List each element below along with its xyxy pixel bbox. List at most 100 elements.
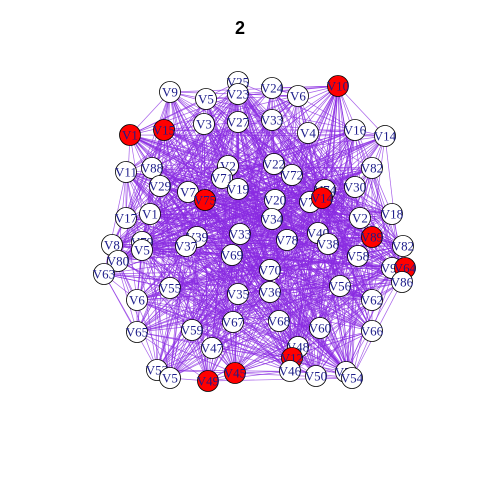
graph-node-label: V5 bbox=[162, 371, 178, 386]
graph-node-label: V10 bbox=[327, 79, 349, 94]
graph-node: V80 bbox=[107, 250, 129, 272]
graph-edge bbox=[207, 370, 291, 382]
graph-node: V15 bbox=[153, 119, 175, 141]
graph-node-label: V24 bbox=[261, 81, 284, 96]
graph-node: V6 bbox=[287, 85, 309, 107]
graph-node-label: V33 bbox=[261, 113, 283, 128]
graph-edge bbox=[297, 95, 356, 131]
graph-node: V72 bbox=[281, 164, 303, 186]
graph-node: V36 bbox=[259, 281, 282, 303]
graph-node-circle bbox=[227, 111, 249, 133]
graph-node-label: V22 bbox=[263, 157, 285, 172]
graph-edge bbox=[117, 260, 171, 379]
graph-node-circle bbox=[139, 203, 161, 225]
graph-node: V38 bbox=[317, 233, 339, 255]
graph-node-circle bbox=[349, 207, 371, 229]
graph-node-circle bbox=[159, 277, 181, 299]
graph-node: V4 bbox=[297, 122, 319, 144]
graph-edge bbox=[289, 299, 373, 372]
graph-node: V10 bbox=[327, 75, 349, 97]
graph-node: V37 bbox=[175, 235, 198, 257]
graph-edge bbox=[151, 167, 158, 371]
graph-node-circle bbox=[193, 113, 215, 135]
graph-node-circle bbox=[381, 203, 403, 225]
graph-node: V89 bbox=[361, 226, 383, 248]
graph-edge bbox=[141, 135, 386, 251]
graph-node: V22 bbox=[263, 153, 285, 175]
graph-node-label: V82 bbox=[392, 239, 414, 254]
graph-edge bbox=[337, 85, 386, 137]
graph-edge bbox=[103, 267, 393, 275]
graph-node-circle bbox=[391, 271, 413, 293]
graph-edge bbox=[196, 232, 319, 238]
graph-edge bbox=[297, 217, 361, 348]
graph-node: V62 bbox=[361, 289, 383, 311]
graph-node-label: V46 bbox=[279, 364, 302, 379]
graph-node: V27 bbox=[227, 111, 250, 133]
graph-edge bbox=[136, 254, 233, 301]
graph-node: V9 bbox=[159, 81, 181, 103]
graph-edge bbox=[211, 347, 291, 372]
graph-node-label: V63 bbox=[93, 267, 115, 282]
graph-node: V65 bbox=[126, 321, 148, 343]
graph-edge bbox=[125, 191, 189, 219]
graph-edge bbox=[191, 199, 206, 331]
graph-title: 2 bbox=[234, 18, 245, 38]
graph-edge bbox=[103, 171, 127, 275]
graph-edge bbox=[169, 287, 234, 323]
graph-node-label: V67 bbox=[222, 315, 245, 330]
graph-node-label: V14 bbox=[374, 129, 397, 144]
graph-node: V17 bbox=[115, 207, 138, 229]
graph-node: V5 bbox=[195, 88, 217, 110]
graph-node: V63 bbox=[93, 263, 115, 285]
graph-edge bbox=[237, 85, 339, 95]
graph-node-label: V88 bbox=[141, 161, 163, 176]
graph-edge bbox=[151, 98, 207, 169]
graph-node-circle bbox=[153, 119, 175, 141]
graph-node: V82 bbox=[392, 235, 414, 257]
graph-node-label: V69 bbox=[221, 248, 243, 263]
graph-node-circle bbox=[344, 176, 366, 198]
graph-node-circle bbox=[261, 109, 283, 131]
graph-node: V18 bbox=[381, 203, 403, 225]
graph-node-label: V60 bbox=[309, 321, 331, 336]
graph-node-circle bbox=[259, 259, 281, 281]
graph-edge bbox=[149, 213, 273, 220]
graph-edge bbox=[141, 199, 206, 243]
graph-edge bbox=[286, 213, 393, 241]
graph-edge bbox=[156, 299, 373, 371]
graph-edge bbox=[315, 299, 373, 377]
graph-node-label: V30 bbox=[344, 180, 366, 195]
graph-node-label: V45 bbox=[224, 366, 246, 381]
graph-edge bbox=[159, 121, 239, 187]
graph-node-label: V65 bbox=[126, 325, 148, 340]
graph-edge bbox=[141, 249, 293, 359]
graph-node-label: V80 bbox=[107, 254, 129, 269]
graph-node: V1 bbox=[119, 124, 141, 146]
graph-node: V45 bbox=[224, 362, 246, 384]
graph-node: V56 bbox=[329, 275, 352, 297]
graph-node: V86 bbox=[391, 271, 414, 293]
graph-node: V33 bbox=[261, 109, 283, 131]
graph-edge bbox=[289, 330, 373, 372]
graph-node-label: V15 bbox=[153, 123, 175, 138]
graph-node: V11 bbox=[115, 161, 137, 183]
graph-node: V14 bbox=[311, 187, 334, 209]
graph-edge bbox=[205, 95, 299, 100]
graph-node-circle bbox=[131, 239, 153, 261]
graph-edge bbox=[136, 285, 341, 333]
graph-node-circle bbox=[374, 125, 396, 147]
graph-node: V14 bbox=[374, 125, 397, 147]
graph-node-circle bbox=[126, 321, 148, 343]
graph-node: V33 bbox=[229, 223, 251, 245]
graph-edge bbox=[125, 171, 404, 247]
graph-node-label: V72 bbox=[281, 168, 303, 183]
graph-node: V50 bbox=[305, 365, 327, 387]
graph-edge bbox=[149, 213, 361, 219]
graph-node-label: V50 bbox=[305, 369, 327, 384]
graph-edge bbox=[234, 129, 356, 374]
graph-node: V6 bbox=[126, 289, 148, 311]
graph-node-label: V71 bbox=[211, 171, 233, 186]
graph-node-label: V2 bbox=[352, 211, 368, 226]
